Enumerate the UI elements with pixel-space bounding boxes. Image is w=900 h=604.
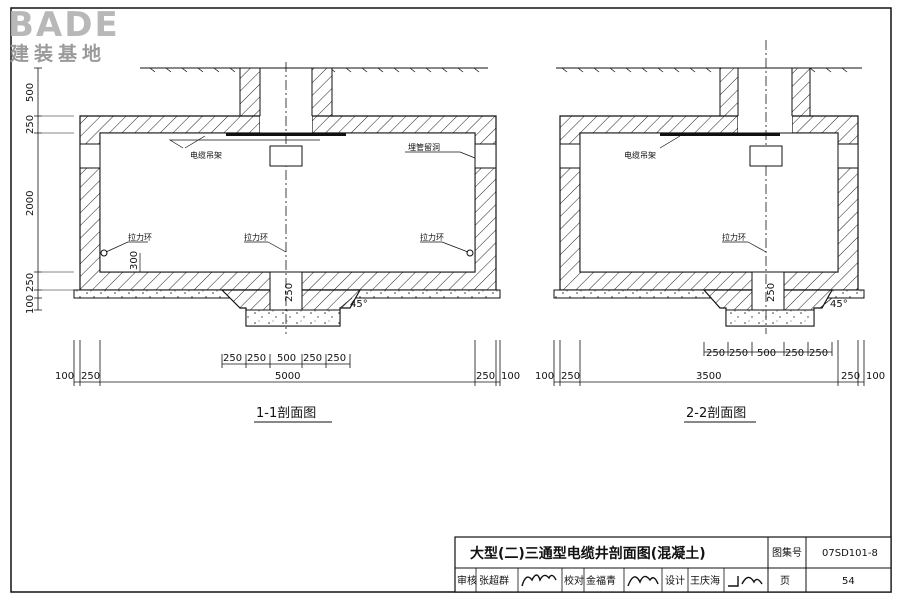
- ground-line-2: [556, 67, 862, 73]
- dim-s1-a: 250: [223, 353, 242, 364]
- dim-v-100: 100: [25, 295, 36, 314]
- dim-s2-c: 500: [757, 348, 776, 359]
- check-name: 金福青: [586, 574, 616, 587]
- dim-o1-100l: 100: [55, 371, 74, 382]
- label-pipe-opening: 埋管留洞: [408, 142, 440, 152]
- neck-wall-right-2: [791, 67, 811, 117]
- atlas-number: 07SD101-8: [822, 548, 878, 559]
- neck-wall-left-2: [719, 67, 739, 117]
- dim-s2-d: 250: [785, 348, 804, 359]
- dim-s1-e: 250: [327, 353, 346, 364]
- review-label: 审核: [457, 574, 477, 587]
- dim-o1-250l: 250: [81, 371, 100, 382]
- review-name: 张超群: [479, 574, 509, 587]
- dim-s2-a: 250: [706, 348, 725, 359]
- sump-dim-chain-1: 250 250 500 250 250: [221, 353, 351, 368]
- label-pull-ring-1b: 拉力环: [244, 232, 268, 242]
- logo-tagline: 建装基地: [10, 42, 106, 65]
- pipe-hole-box: [269, 145, 303, 167]
- chamber-void-2: [579, 132, 839, 273]
- vertical-dim-chain: 500 250 2000 250 100: [25, 67, 74, 314]
- dim-o1-total: 5000: [275, 371, 300, 382]
- design-label: 设计: [665, 574, 685, 587]
- label-cable-rack-1: 电缆吊架: [190, 150, 222, 160]
- caption-section-1: 1-1剖面图: [256, 406, 316, 421]
- dim-o2-100l: 100: [535, 371, 554, 382]
- title-block: 大型(二)三通型电缆井剖面图(混凝土) 图集号 07SD101-8 审核 张超群…: [454, 536, 892, 593]
- pull-ring-left: [100, 249, 108, 257]
- check-signature: [627, 575, 659, 587]
- pipe-opening-right: [474, 143, 497, 169]
- dim-o1-100r: 100: [501, 371, 520, 382]
- section-2-2: 电缆吊架 拉力环 250 45° 250 250 500 250 250 100…: [535, 40, 885, 423]
- title-text: 大型(二)三通型电缆井剖面图(混凝土): [470, 545, 706, 562]
- check-label: 校对: [564, 574, 584, 587]
- cable-rack-2: [660, 133, 780, 136]
- dim-s2-e: 250: [809, 348, 828, 359]
- label-pull-ring-1a: 拉力环: [128, 232, 152, 242]
- overall-dim-chain-2: 100 250 3500 250 100: [535, 340, 885, 386]
- dim-s1-c: 500: [277, 353, 296, 364]
- section-1-1: 电缆吊架 埋管留洞 拉力环 拉力环 拉力环 300 250 45° 500 25…: [25, 62, 520, 423]
- pull-ring-right: [466, 249, 474, 257]
- dim-angle-2: 45°: [830, 299, 848, 310]
- design-name: 王庆海: [690, 574, 720, 587]
- sump-dim-chain-2: 250 250 500 250 250: [703, 342, 833, 359]
- dim-v-250b: 250: [25, 273, 36, 292]
- atlas-label: 图集号: [772, 546, 802, 559]
- dim-o2-250l: 250: [561, 371, 580, 382]
- design-signature: [728, 576, 763, 587]
- dim-o1-250r: 250: [476, 371, 495, 382]
- dim-o2-total: 3500: [696, 371, 721, 382]
- neck-wall-right: [311, 67, 333, 117]
- neck-wall-left: [239, 67, 261, 117]
- review-signature: [521, 574, 557, 587]
- dim-o2-100r: 100: [866, 371, 885, 382]
- dim-s1-b: 250: [247, 353, 266, 364]
- dim-floor-2: 250: [766, 283, 777, 302]
- label-pull-ring-2: 拉力环: [722, 232, 746, 242]
- dim-angle-1: 45°: [350, 299, 368, 310]
- sheet-border: [10, 7, 892, 593]
- logo-brand: BADE: [8, 5, 120, 45]
- pipe-opening-left-2: [559, 143, 581, 169]
- overall-dim-chain-1: 100 250 5000 250 100: [55, 340, 520, 386]
- dim-s1-d: 250: [303, 353, 322, 364]
- dim-v-500: 500: [25, 83, 36, 102]
- cable-rack: [226, 133, 346, 136]
- pipe-opening-right-2: [837, 143, 859, 169]
- dim-o2-250r: 250: [841, 371, 860, 382]
- dim-s2-b: 250: [729, 348, 748, 359]
- dim-v-2000: 2000: [25, 191, 36, 216]
- pipe-hole-box-2: [749, 145, 783, 167]
- label-cable-rack-2: 电缆吊架: [624, 150, 656, 160]
- dim-floor-1: 250: [284, 283, 295, 302]
- bade-logo: BADE 建装基地: [8, 5, 120, 65]
- dim-hole-height: 300: [129, 251, 140, 270]
- label-pull-ring-1c: 拉力环: [420, 232, 444, 242]
- caption-section-2: 2-2剖面图: [686, 406, 746, 421]
- page-number: 54: [842, 576, 855, 587]
- page-label: 页: [780, 575, 790, 587]
- dim-v-250a: 250: [25, 115, 36, 134]
- pipe-opening-left: [79, 143, 101, 169]
